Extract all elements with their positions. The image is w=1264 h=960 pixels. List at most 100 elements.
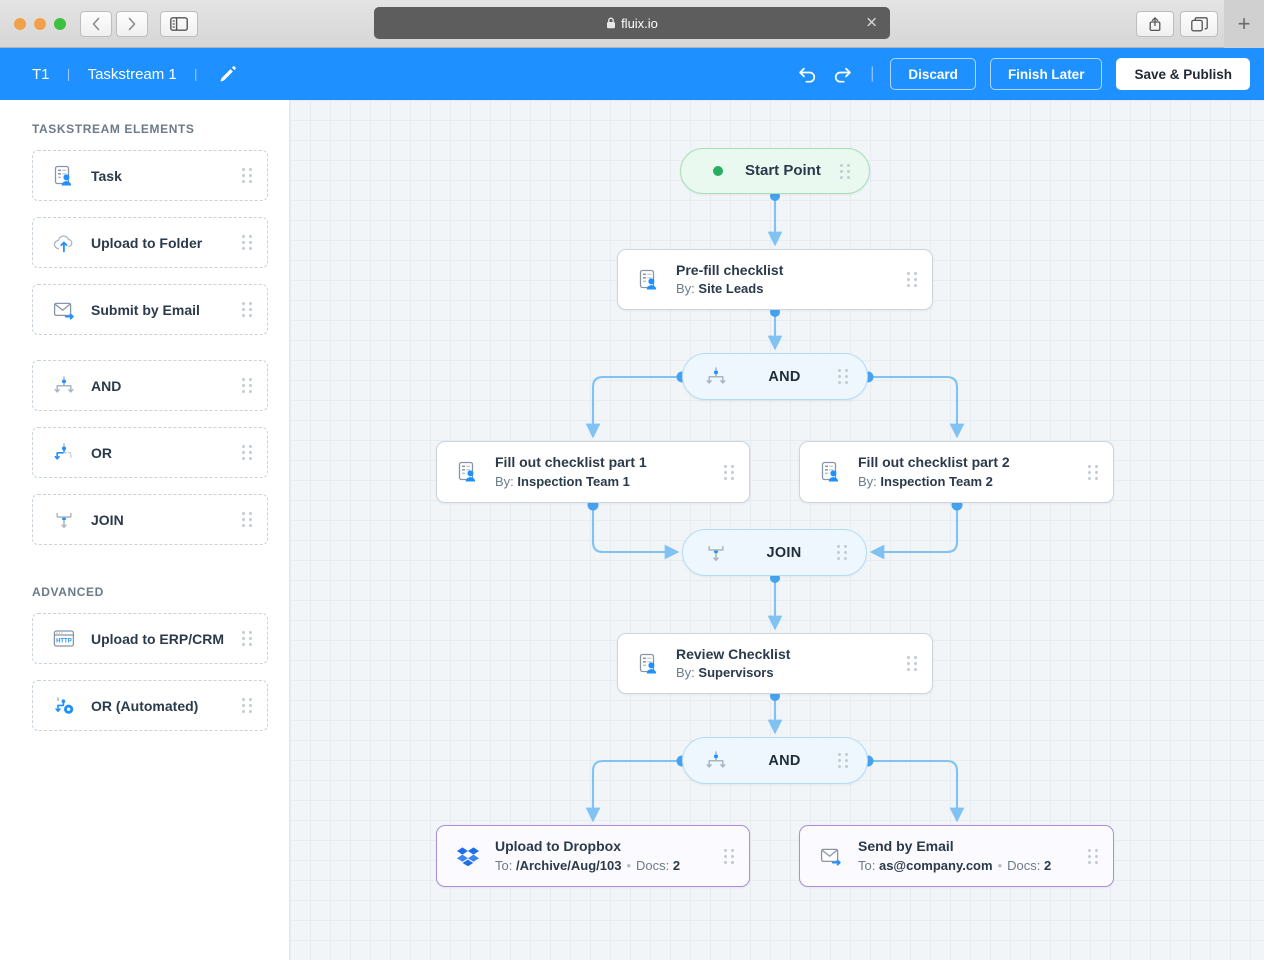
task-checklist-person-icon <box>52 164 76 188</box>
task-checklist-person-icon <box>637 652 661 676</box>
window-traffic-lights <box>14 17 66 30</box>
node-subtitle-prefix: To: <box>858 857 876 873</box>
node-drag-handle-icon[interactable] <box>1088 848 1099 864</box>
node-subtitle: To: /Archive/Aug/103•Docs: 2 <box>495 858 680 874</box>
node-drag-handle-icon[interactable] <box>838 369 849 384</box>
node-drag-handle-icon[interactable] <box>1088 464 1099 480</box>
node-title: JOIN <box>766 544 802 561</box>
breadcrumb-id[interactable]: T1 <box>32 65 50 83</box>
node-title: Start Point <box>745 161 821 179</box>
drag-handle-icon[interactable] <box>242 698 253 713</box>
node-subtitle-prefix: By: <box>858 473 877 489</box>
node-subtitle: By: Inspection Team 2 <box>858 474 1010 490</box>
undo-button[interactable] <box>796 64 818 84</box>
node-drag-handle-icon[interactable] <box>840 163 851 179</box>
palette-item-and[interactable]: AND <box>32 360 268 411</box>
node-icon-wrap <box>701 541 731 565</box>
node-title: AND <box>768 368 801 385</box>
lock-icon <box>607 17 616 29</box>
node-drag-handle-icon[interactable] <box>838 753 849 768</box>
palette-icon-wrap <box>51 164 77 188</box>
drag-handle-icon[interactable] <box>242 631 253 646</box>
discard-button[interactable]: Discard <box>890 58 976 90</box>
palette-item-task[interactable]: Task <box>32 150 268 201</box>
node-title: Pre-fill checklist <box>676 261 784 278</box>
node-start-point[interactable]: Start Point <box>680 148 870 194</box>
node-subtitle-value: /Archive/Aug/103 <box>515 857 622 873</box>
palette-item-label: JOIN <box>91 511 124 528</box>
cloud-upload-icon <box>52 231 76 255</box>
drag-handle-icon[interactable] <box>242 302 253 317</box>
close-tab-button[interactable]: ✕ <box>865 14 878 32</box>
back-button[interactable] <box>80 10 112 37</box>
palette-item-upload-to-folder[interactable]: Upload to Folder <box>32 217 268 268</box>
palette-item-join[interactable]: JOIN <box>32 494 268 545</box>
breadcrumb-name[interactable]: Taskstream 1 <box>87 65 177 83</box>
node-subtitle: By: Site Leads <box>676 281 783 297</box>
node-drag-handle-icon[interactable] <box>724 464 735 480</box>
node-join-1[interactable]: JOIN <box>682 529 867 576</box>
finish-later-button[interactable]: Finish Later <box>989 58 1103 90</box>
node-subtitle-prefix: By: <box>676 665 695 681</box>
tab-overview-icon <box>1190 16 1208 31</box>
node-title: AND <box>768 752 801 769</box>
edit-name-button[interactable] <box>219 65 237 83</box>
tabs-overview-button[interactable] <box>1180 11 1218 37</box>
drag-handle-icon[interactable] <box>242 378 253 393</box>
save-publish-button[interactable]: Save & Publish <box>1116 58 1250 90</box>
node-drag-handle-icon[interactable] <box>907 272 918 287</box>
node-and-1[interactable]: AND <box>682 353 868 400</box>
drag-handle-icon[interactable] <box>242 512 253 527</box>
tab-title: fluix.io <box>621 15 658 31</box>
node-drag-handle-icon[interactable] <box>837 545 848 560</box>
forward-button[interactable] <box>116 10 148 37</box>
palette-icon-wrap <box>51 441 77 465</box>
and-branch-icon <box>704 365 728 389</box>
maximize-window-button[interactable] <box>54 17 66 30</box>
join-merge-icon <box>52 508 76 532</box>
node-icon-wrap <box>634 268 664 292</box>
task-checklist-person-icon <box>819 460 843 484</box>
share-button[interactable] <box>1136 11 1174 37</box>
node-and-2[interactable]: AND <box>682 737 868 784</box>
palette-item-or-automated[interactable]: OR (Automated) <box>32 680 268 731</box>
redo-button[interactable] <box>832 64 854 84</box>
node-title: Review Checklist <box>676 645 791 662</box>
minimize-window-button[interactable] <box>34 17 46 30</box>
palette-icon-wrap <box>51 231 77 255</box>
new-tab-button[interactable]: + <box>1224 0 1264 48</box>
node-drag-handle-icon[interactable] <box>724 848 735 864</box>
node-drag-handle-icon[interactable] <box>907 656 918 671</box>
node-subtitle-value: as@company.com <box>878 857 993 873</box>
redo-icon <box>835 67 851 83</box>
node-subtitle: By: Inspection Team 1 <box>495 474 647 490</box>
palette-item-label: Upload to Folder <box>91 234 203 251</box>
sidebar-toggle-button[interactable] <box>160 10 198 37</box>
svg-text:HTTP: HTTP <box>56 638 72 644</box>
palette-item-or[interactable]: OR <box>32 427 268 478</box>
browser-nav-buttons <box>80 10 148 37</box>
close-window-button[interactable] <box>14 17 26 30</box>
node-subtitle-prefix: By: <box>676 281 695 297</box>
drag-handle-icon[interactable] <box>242 168 253 183</box>
drag-handle-icon[interactable] <box>242 235 253 250</box>
share-icon <box>1149 17 1161 32</box>
drag-handle-icon[interactable] <box>242 445 253 460</box>
node-icon-wrap <box>453 844 483 868</box>
breadcrumb-separator-2: ❘ <box>190 67 201 81</box>
browser-tab[interactable]: fluix.io ✕ <box>374 7 890 39</box>
palette-item-submit-by-email[interactable]: Submit by Email <box>32 284 268 335</box>
